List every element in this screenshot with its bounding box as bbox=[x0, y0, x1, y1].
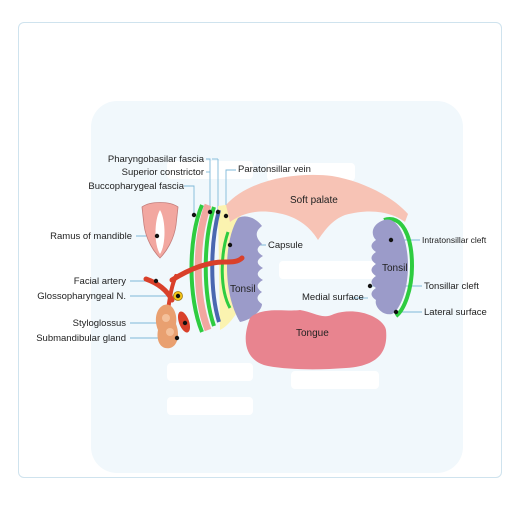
tonsil-right bbox=[371, 219, 408, 315]
pointer-dot bbox=[175, 293, 181, 299]
label-capsule: Capsule bbox=[268, 240, 303, 251]
pointer-dot bbox=[215, 209, 221, 215]
placeholder-box bbox=[167, 397, 253, 415]
pointer-dot bbox=[388, 237, 394, 243]
label-medial-surface: Medial surface bbox=[302, 292, 364, 303]
pharyngobasilar-fascia-layer bbox=[203, 206, 216, 327]
label-styloglossus: Styloglossus bbox=[72, 318, 126, 329]
label-intratonsillar-cleft: Intratonsillar cleft bbox=[422, 235, 487, 245]
ramus-inner bbox=[155, 210, 165, 254]
placeholder-box bbox=[167, 363, 253, 381]
label-paratonsillar-vein: Paratonsillar vein bbox=[238, 164, 311, 175]
pointer-dot bbox=[223, 213, 229, 219]
region-tonsil-right: Tonsil bbox=[382, 263, 408, 274]
pointer-dot bbox=[207, 209, 213, 215]
label-glossopharyngeal-n: Glossopharyngeal N. bbox=[37, 291, 126, 302]
capsule-layer bbox=[220, 231, 232, 309]
submandibular-gland bbox=[155, 304, 178, 349]
leader-line bbox=[184, 185, 195, 215]
figure-card bbox=[18, 22, 502, 478]
label-tonsillar-cleft: Tonsillar cleft bbox=[424, 281, 479, 292]
tonsil-left bbox=[227, 216, 263, 322]
paratonsillar-vein-layer bbox=[210, 209, 221, 323]
lateral-surface-layer bbox=[383, 217, 415, 318]
pointer-dot bbox=[227, 242, 233, 248]
pointer-dot bbox=[393, 309, 399, 315]
placeholder-box bbox=[279, 261, 375, 279]
label-facial-artery: Facial artery bbox=[73, 276, 126, 287]
pointer-dot bbox=[191, 212, 197, 218]
gland-lobule bbox=[166, 328, 174, 336]
region-soft-palate: Soft palate bbox=[290, 195, 338, 206]
soft-palate bbox=[226, 174, 408, 240]
leader-line bbox=[225, 169, 236, 216]
pointer-dot bbox=[182, 320, 188, 326]
label-ramus-of-mandible: Ramus of mandible bbox=[50, 231, 132, 242]
region-tongue: Tongue bbox=[296, 328, 329, 339]
leader-line bbox=[206, 158, 211, 212]
pointer-dot bbox=[367, 283, 373, 289]
diagram-panel bbox=[91, 101, 463, 473]
placeholder-box bbox=[291, 371, 379, 389]
tongue bbox=[245, 310, 387, 370]
region-tonsil-left: Tonsil bbox=[230, 284, 256, 295]
label-superior-constrictor: Superior constrictor bbox=[121, 167, 204, 178]
gland-lobule bbox=[162, 314, 170, 322]
label-pharyngobasilar-fascia: Pharyngobasilar fascia bbox=[107, 154, 204, 165]
label-lateral-surface: Lateral surface bbox=[424, 307, 487, 318]
pointer-dot bbox=[174, 335, 180, 341]
pointer-dot bbox=[153, 278, 159, 284]
label-buccopharyngeal-fascia: Buccopharygeal fascia bbox=[88, 181, 184, 192]
label-submandibular-gland: Submandibular gland bbox=[36, 333, 126, 344]
pointer-dot bbox=[154, 233, 160, 239]
